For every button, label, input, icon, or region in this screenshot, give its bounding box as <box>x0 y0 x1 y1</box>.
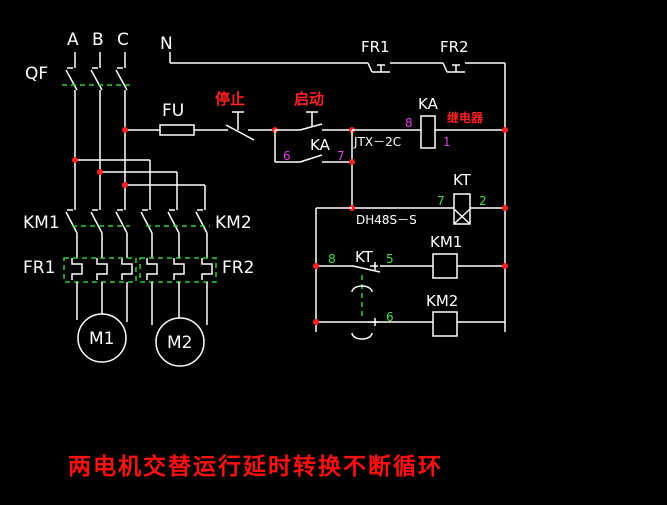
main-power-circuit: A B C QF KM1 <box>23 30 254 367</box>
phase-c-label: C <box>117 30 129 50</box>
terminal-6-top: 6 <box>283 149 291 163</box>
terminal-5: 5 <box>386 252 394 266</box>
km2-coil-label: KM2 <box>426 292 458 310</box>
kt-time-relay-coil <box>453 193 471 225</box>
start-label: 启动 <box>294 90 324 108</box>
fuse-label: FU <box>162 101 184 121</box>
jtx-label: JTX－2C <box>353 135 401 149</box>
caption: 两电机交替运行延时转换不断循环 <box>68 453 443 480</box>
km2-label: KM2 <box>215 213 252 233</box>
km1-label: KM1 <box>23 213 60 233</box>
terminal-7-kt: 7 <box>437 194 445 208</box>
ka-coil-label: KA <box>418 95 439 113</box>
ka-relay-coil <box>420 115 436 149</box>
km2-contacts <box>140 209 210 234</box>
fuse <box>159 124 195 136</box>
terminal-8-kt: 8 <box>328 252 336 266</box>
km1-coil <box>432 253 458 279</box>
motor-m2-label: M2 <box>167 333 192 353</box>
km2-coil <box>432 311 458 337</box>
relay-label: 继电器 <box>447 110 484 125</box>
qf-label: QF <box>25 64 48 84</box>
motor-m2: M2 <box>155 317 205 367</box>
control-circuit: N FR1 FR2 FU 停止 <box>122 34 508 340</box>
neutral-label: N <box>160 34 173 54</box>
fr1-thermal-relay <box>63 257 137 283</box>
kt-coil-label: KT <box>453 171 472 189</box>
start-button <box>275 111 352 131</box>
motor-m1: M1 <box>77 313 127 363</box>
terminal-7-top: 7 <box>337 149 345 163</box>
km1-contacts <box>65 209 130 234</box>
ka-contact-label: KA <box>310 136 331 154</box>
dh48s-label: DH48S－S <box>356 213 417 227</box>
fr1-nc-contact <box>367 62 390 73</box>
fr2-thermal-relay <box>139 257 217 283</box>
phase-a-label: A <box>67 30 79 50</box>
stop-button <box>220 111 256 141</box>
kt-changeover-contact <box>351 262 381 340</box>
phase-b-label: B <box>92 30 104 50</box>
terminal-6-kt: 6 <box>386 310 394 324</box>
km1-coil-label: KM1 <box>430 233 462 251</box>
kt-contact-label: KT <box>355 248 374 266</box>
fr1-main-label: FR1 <box>23 258 55 278</box>
fr2-ctrl-label: FR2 <box>440 38 469 56</box>
fr2-nc-contact <box>442 62 465 73</box>
stop-label: 停止 <box>215 90 245 108</box>
ka-seal-in-contact <box>299 154 352 163</box>
fr1-ctrl-label: FR1 <box>361 38 390 56</box>
terminal-1: 1 <box>443 135 451 149</box>
terminal-8-top: 8 <box>405 116 413 130</box>
motor-m1-label: M1 <box>89 329 114 349</box>
fr2-main-label: FR2 <box>222 258 254 278</box>
qf-breaker <box>62 52 130 91</box>
terminal-2: 2 <box>479 194 487 208</box>
